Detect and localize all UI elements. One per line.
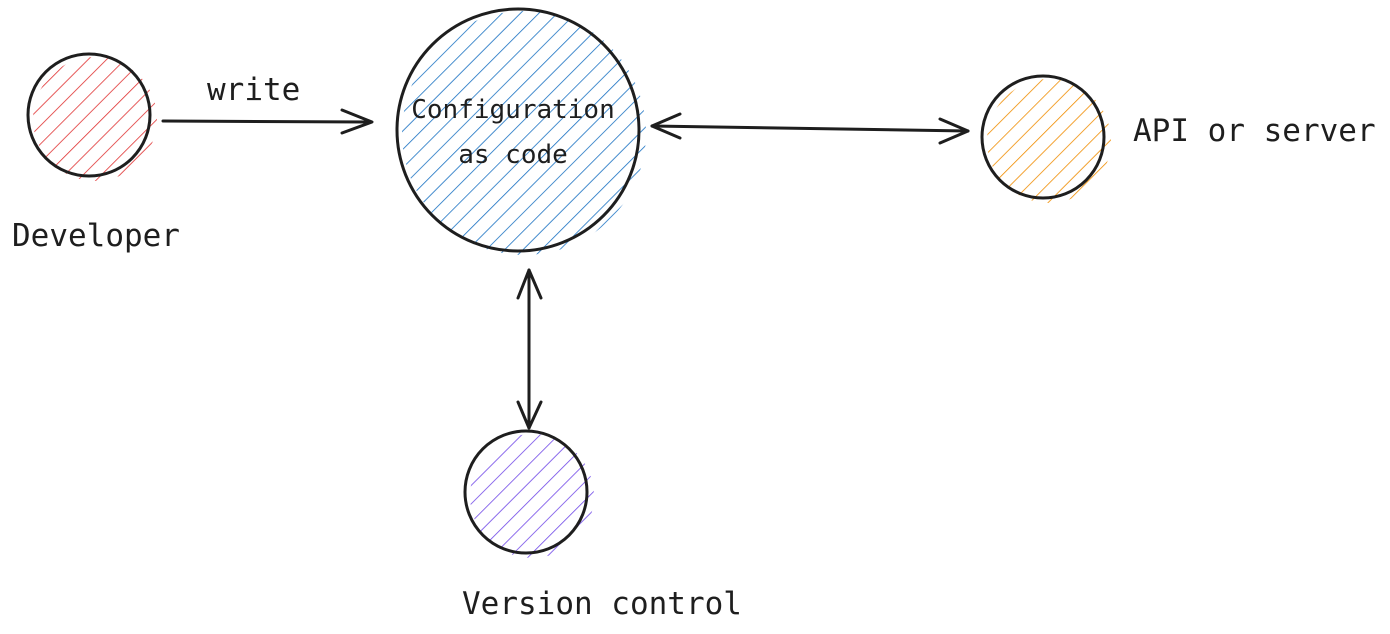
developer-node-outline — [26, 52, 152, 178]
developer-label: Developer — [12, 218, 180, 254]
config-node: Configuration as code — [395, 7, 646, 255]
edge-config-api-arrowhead-right — [938, 117, 970, 145]
edge-config-api-line — [650, 124, 970, 133]
vcs-node-fill — [470, 434, 594, 558]
config-node-outline — [395, 7, 641, 253]
edge-developer-to-config: write — [161, 72, 374, 135]
api-node-outline — [980, 74, 1106, 200]
edge-developer-to-config-arrowhead — [340, 108, 374, 135]
config-node-fill — [402, 11, 646, 255]
edge-config-api — [650, 112, 970, 145]
edge-config-api-arrowhead-left — [650, 112, 682, 140]
developer-node-fill — [33, 57, 157, 181]
vcs-node-outline — [463, 429, 589, 555]
edge-config-vcs-arrowhead-top — [516, 268, 543, 300]
api-node-fill — [987, 79, 1111, 203]
edge-config-vcs-arrowhead-bottom — [516, 400, 543, 430]
api-label: API or server — [1133, 113, 1376, 149]
edge-developer-to-config-line — [161, 119, 372, 124]
config-label-line2: as code — [458, 140, 568, 170]
vcs-node: Version control — [462, 429, 742, 622]
edge-config-vcs — [516, 268, 543, 430]
write-edge-label: write — [207, 72, 300, 108]
config-label-line1: Configuration — [411, 95, 615, 125]
developer-node: Developer — [12, 52, 180, 254]
api-node: API or server — [980, 74, 1376, 203]
vcs-label: Version control — [462, 586, 742, 622]
